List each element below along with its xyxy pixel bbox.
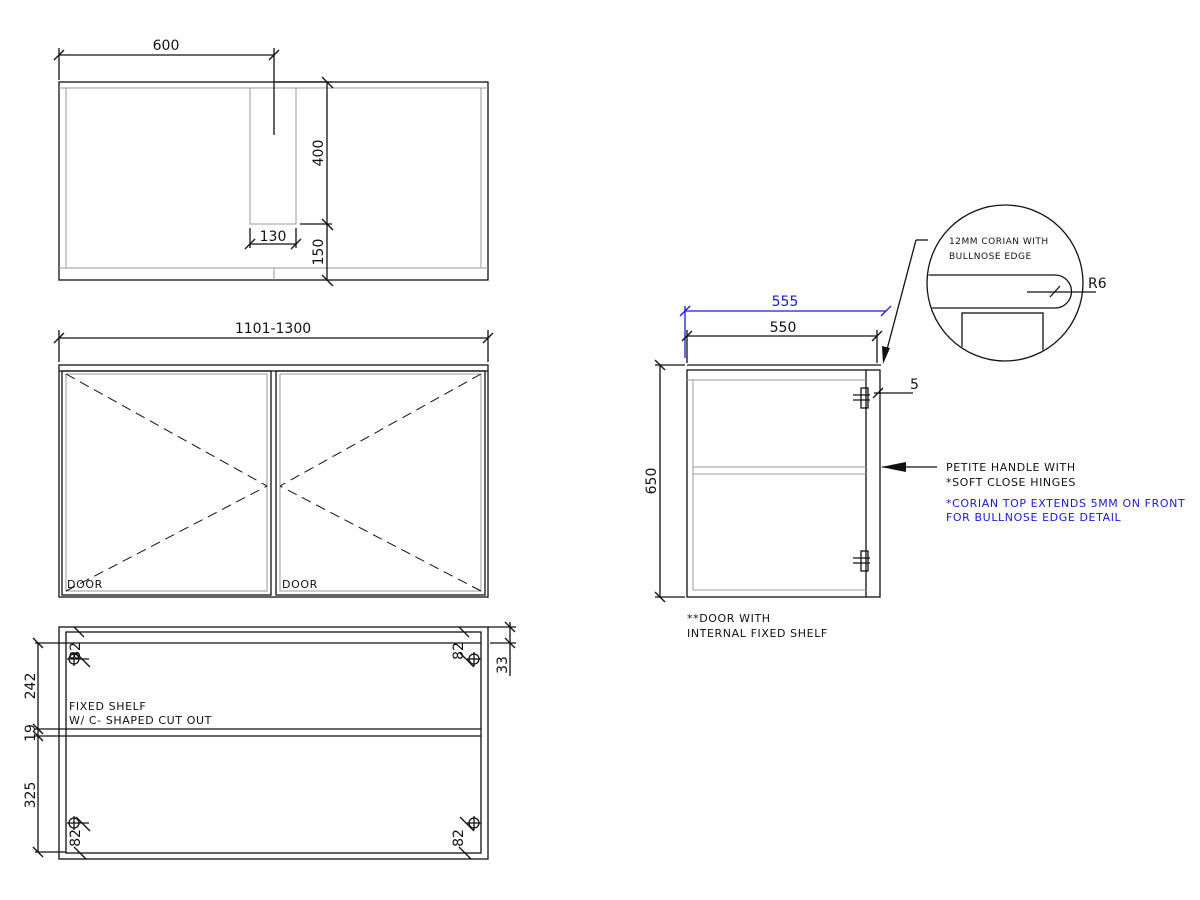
handle-note-line2: *SOFT CLOSE HINGES [946,476,1076,489]
corian-note-line2: FOR BULLNOSE EDGE DETAIL [946,511,1122,524]
dim-left-stack: 242 19 325 [23,637,44,858]
dim-650-label: 650 [644,468,660,495]
dim-650: 650 [644,359,685,603]
handle-note-line1: PETITE HANDLE WITH [946,461,1076,474]
carcass [686,369,881,598]
door-right: DOOR [275,370,486,596]
hinge-icon [853,550,870,572]
door-note-line2: INTERNAL FIXED SHELF [687,627,828,640]
dim-overall-width-label: 1101-1300 [235,321,311,337]
shelf-note-line2: W/ C- SHAPED CUT OUT [69,714,212,727]
hinge-offset-label: 82 [68,829,84,847]
hinge-offset-label: 82 [451,829,467,847]
door-left-label: DOOR [67,578,103,591]
dim-130: 130 [244,228,302,250]
dim-400-label: 400 [311,140,327,167]
door-left: DOOR [61,370,272,596]
dim-555-label: 555 [772,294,799,310]
hinge-bottom-left: 82 [67,816,91,860]
detail-label-line1: 12MM CORIAN WITH [949,237,1049,247]
hinge-top-left: 82 [67,626,91,668]
hinge-markers: 82 82 82 82 [67,626,481,860]
dim-5: 5 [872,377,919,399]
dim-550: 550 [681,320,883,363]
plan-cutout [249,87,297,225]
dim-150-label: 150 [311,239,327,266]
dim-overall-width: 1101-1300 [53,321,494,362]
dim-19-label: 19 [23,724,39,742]
front-elevation: 1101-1300 DOOR DOOR [53,321,494,598]
dim-33: 33 [488,621,516,676]
dim-130-label: 130 [260,229,287,245]
hinge-bottom-right: 82 [451,816,481,860]
hinge-offset-label: 82 [451,642,467,660]
shelf-note-line1: FIXED SHELF [69,700,146,713]
dim-600: 600 [53,38,280,135]
dim-33-label: 33 [495,656,511,674]
side-elevation: 555 550 650 [644,294,1185,640]
corian-note-line1: *CORIAN TOP EXTENDS 5MM ON FRONT [946,497,1185,510]
hinge-top-right: 82 [451,626,481,668]
internal-elevation: 242 19 325 33 82 82 [23,621,516,860]
detail-circle [926,204,1084,362]
hinge-icon [853,387,870,409]
door-note-line1: **DOOR WITH [687,612,771,625]
dim-600-label: 600 [153,38,180,54]
dim-550-label: 550 [770,320,797,336]
hinge-offset-label: 82 [68,642,84,660]
handle-arrow [881,462,937,472]
dim-5-label: 5 [910,377,919,393]
dim-555: 555 [679,294,892,358]
dim-242-label: 242 [23,673,39,700]
dim-400-150: 400 150 [276,76,334,287]
detail-label-line2: BULLNOSE EDGE [949,252,1032,262]
dim-325-label: 325 [23,782,39,809]
radius-label: R6 [1088,276,1107,292]
door-right-label: DOOR [282,578,318,591]
plan-view: 600 400 150 130 [53,38,489,287]
bullnose-detail-callout: R6 12MM CORIAN WITH BULLNOSE EDGE [882,204,1107,364]
